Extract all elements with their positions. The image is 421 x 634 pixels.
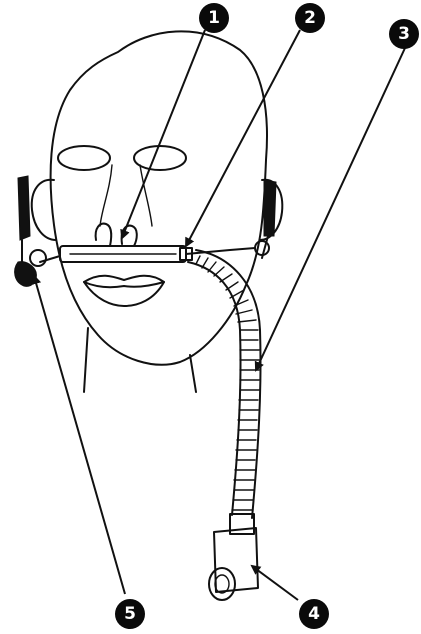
callout-1: 1 (199, 3, 229, 33)
hose-connector (209, 514, 258, 600)
left-nasal-pillow (96, 224, 112, 246)
callout-2-label: 2 (304, 8, 316, 28)
connector-opening-inner (215, 575, 229, 593)
nasal-interface (40, 224, 255, 262)
leader-lines (34, 30, 405, 600)
callout-4: 4 (299, 599, 329, 629)
left-head-strap (18, 176, 30, 240)
corrugated-hose (188, 250, 261, 518)
leader-1 (122, 30, 205, 238)
connector-cuff (214, 528, 258, 592)
hose-ribs (196, 256, 259, 510)
callout-5-label: 5 (124, 604, 136, 624)
nose-bridge-right (140, 165, 152, 226)
leader-2 (186, 30, 300, 246)
leader-5 (34, 276, 125, 594)
leader-3 (256, 48, 405, 370)
neck-left (84, 328, 88, 392)
callout-4-label: 4 (308, 604, 320, 624)
connector-opening (209, 568, 235, 600)
leader-4 (252, 566, 298, 600)
callout-3: 3 (389, 19, 419, 49)
nose-bridge-left (100, 165, 112, 226)
upper-lip (84, 276, 164, 287)
callout-2: 2 (295, 3, 325, 33)
right-eye (134, 146, 186, 170)
left-clip-ring (30, 250, 46, 266)
neck-right (190, 355, 196, 392)
callout-3-label: 3 (398, 24, 410, 44)
callout-1-label: 1 (208, 8, 220, 28)
left-side-tube (40, 256, 60, 262)
head-outline (51, 31, 267, 364)
right-head-strap (264, 180, 276, 236)
callout-5: 5 (115, 599, 145, 629)
left-eye (58, 146, 110, 170)
head-illustration (32, 31, 283, 392)
